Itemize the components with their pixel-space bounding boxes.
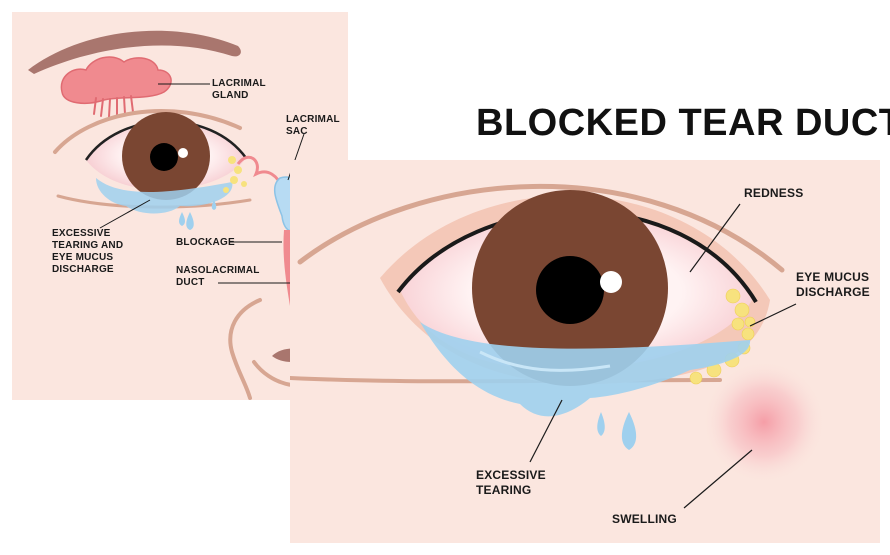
swelling-area bbox=[702, 360, 826, 484]
label-swelling: SWELLING bbox=[612, 512, 677, 526]
right-leader-lines bbox=[529, 203, 797, 509]
page-title: BLOCKED TEAR DUCT bbox=[476, 102, 890, 144]
label-lacrimal-gland: LACRIMAL GLAND bbox=[212, 78, 266, 101]
left-tear-drop-1 bbox=[179, 212, 185, 226]
label-eye-mucus-discharge: EYE MUCUS DISCHARGE bbox=[796, 270, 870, 299]
left-eye-mucus bbox=[223, 156, 247, 193]
lacrimal-canaliculi bbox=[236, 155, 284, 189]
label-excessive-tearing: EXCESSIVE TEARING bbox=[476, 468, 546, 497]
left-eye-highlight bbox=[178, 148, 188, 158]
left-eye-tear-pool bbox=[96, 178, 233, 214]
right-tear-drop-1 bbox=[597, 412, 605, 436]
lacrimal-gland bbox=[60, 56, 172, 105]
left-tear-drop-2 bbox=[186, 212, 194, 230]
cheek-line bbox=[228, 298, 262, 400]
left-tear-drop-3 bbox=[211, 200, 217, 210]
right-eye-highlight bbox=[600, 271, 622, 293]
eyebrow bbox=[28, 30, 241, 74]
right-tear-drop-2 bbox=[621, 412, 637, 450]
label-blockage: BLOCKAGE bbox=[176, 237, 235, 248]
left-leader-lines bbox=[99, 83, 305, 284]
right-tear-pool-shine bbox=[479, 350, 611, 372]
label-redness: REDNESS bbox=[744, 186, 804, 200]
label-lacrimal-sac: LACRIMAL SAC bbox=[286, 114, 340, 137]
label-nasolacrimal-duct: NASOLACRIMAL DUCT bbox=[176, 265, 260, 288]
label-excessive-tearing-discharge: EXCESSIVE TEARING AND EYE MUCUS DISCHARG… bbox=[52, 228, 124, 275]
upper-eyelid-skin-line bbox=[297, 184, 785, 273]
lacrimal-gland-ducts bbox=[93, 95, 134, 118]
left-eye-pupil bbox=[150, 143, 178, 171]
right-eye-pupil bbox=[536, 256, 604, 324]
right-panel bbox=[290, 160, 880, 543]
upper-eyelid-crease bbox=[53, 109, 242, 154]
